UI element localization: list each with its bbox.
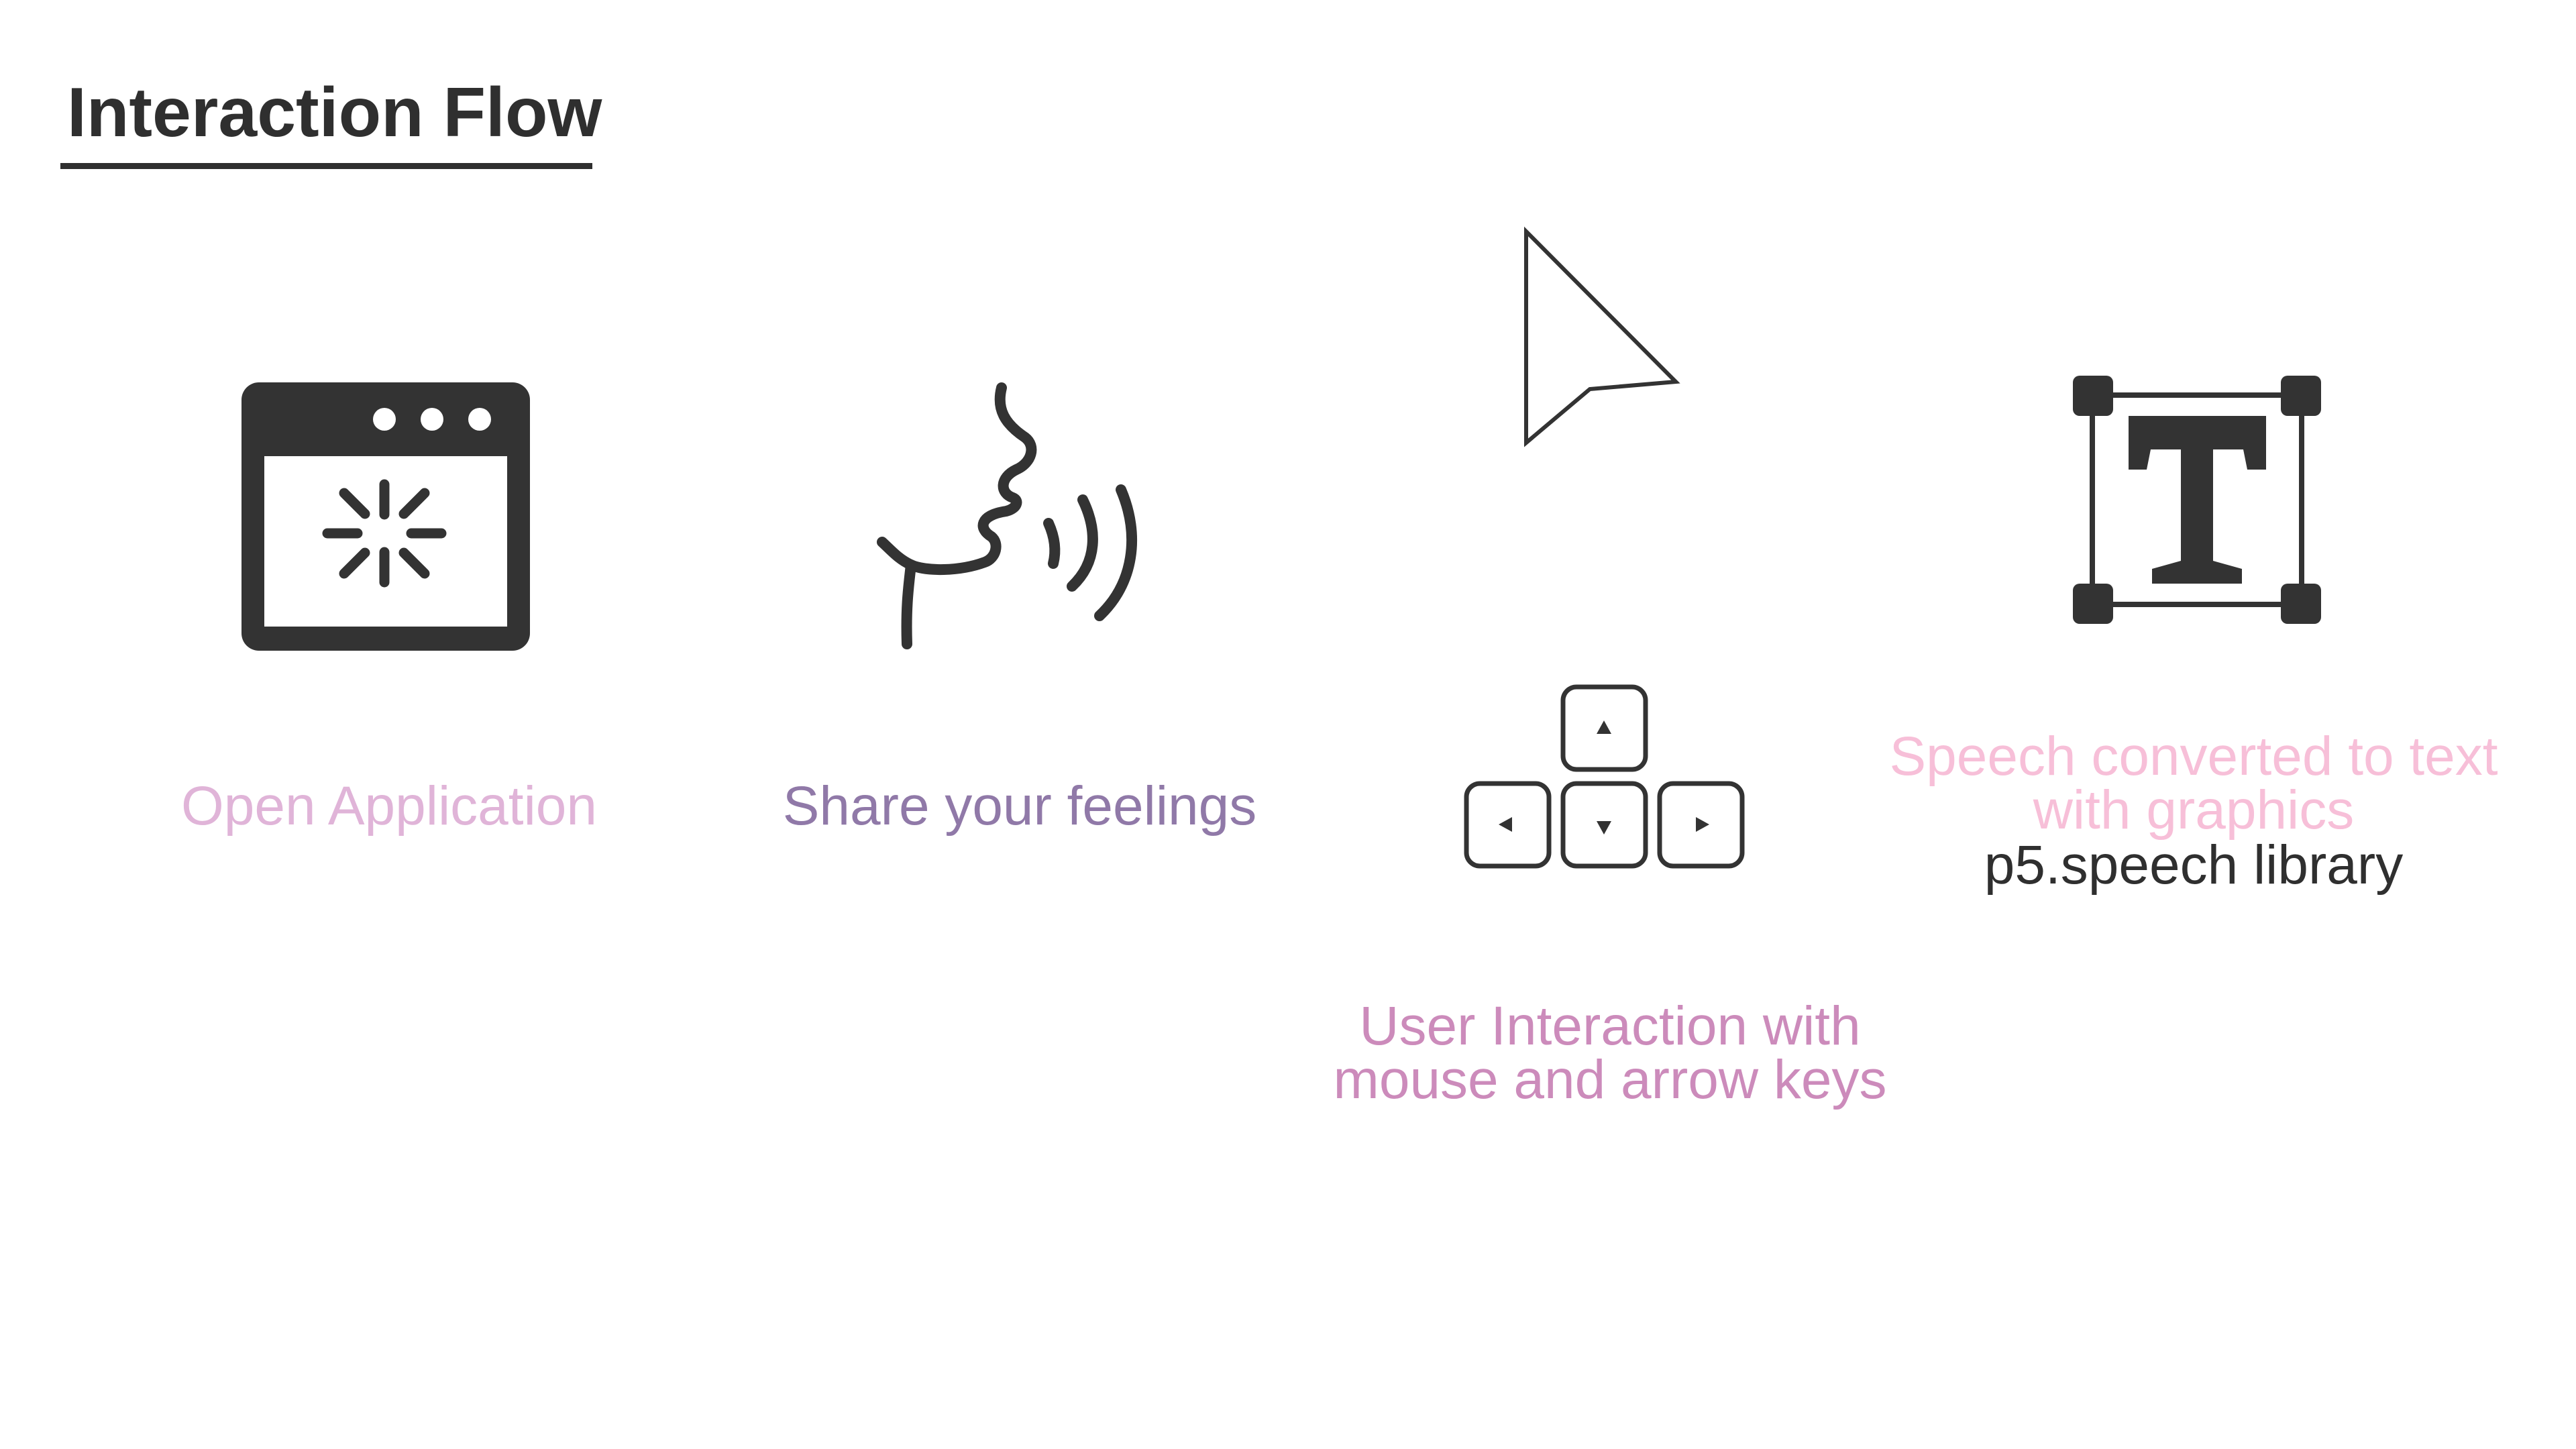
speech-converted-label: Speech converted to text with graphics: [1889, 726, 2498, 841]
arrow-left-key: [1464, 781, 1552, 869]
title-underline: [60, 163, 592, 169]
text-tool-icon: [2072, 374, 2322, 625]
mouse-pointer-icon: [1523, 226, 1690, 449]
arrow-down-key: [1560, 781, 1648, 869]
arrow-up-key: [1560, 684, 1648, 772]
user-interaction-label: User Interaction with mouse and arrow ke…: [1333, 996, 1887, 1110]
arrow-keys-icon: [1462, 683, 1745, 871]
speaking-face-icon: [859, 382, 1147, 657]
library-label: p5.speech library: [1984, 835, 2404, 896]
browser-window-loading-icon: [241, 382, 530, 651]
arrow-right-key: [1657, 781, 1745, 869]
page-title: Interaction Flow: [67, 74, 602, 152]
open-application-label: Open Application: [180, 775, 597, 837]
share-feelings-label: Share your feelings: [782, 775, 1257, 837]
